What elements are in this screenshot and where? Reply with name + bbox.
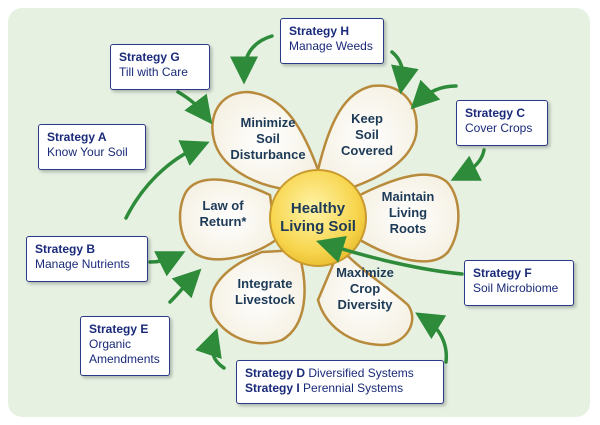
petals <box>178 84 460 347</box>
petal-maximize-crop-diversity <box>316 245 414 347</box>
arrow-strategy-c-bottom <box>450 148 486 181</box>
strategy-f-title: Strategy F <box>473 266 532 280</box>
petal-integrate-livestock <box>209 248 306 345</box>
strategy-c-box: Strategy C Cover Crops <box>456 100 548 146</box>
arrow-strategy-b <box>148 251 186 277</box>
strategy-a-title: Strategy A <box>47 130 107 144</box>
strategy-h-desc: Manage Weeds <box>289 39 373 53</box>
strategy-e-box: Strategy E Organic Amendments <box>80 316 170 376</box>
strategy-b-desc: Manage Nutrients <box>35 257 130 271</box>
strategy-d-desc: Diversified Systems <box>308 366 414 380</box>
petal-label-maximize-diversity: Maximize Crop Diversity <box>336 265 394 312</box>
strategy-h-title: Strategy H <box>289 24 350 38</box>
petal-label-law-of-return: Law of Return* <box>199 198 247 229</box>
strategy-c-title: Strategy C <box>465 106 526 120</box>
arrow-strategy-h-right <box>390 50 419 95</box>
arrow-strategy-d-left <box>195 328 226 370</box>
center-line1: Healthy <box>290 200 346 217</box>
strategy-f-desc: Soil Microbiome <box>473 281 559 295</box>
strategy-i-line: Strategy I Perennial Systems <box>245 381 435 396</box>
strategy-e-desc: Organic Amendments <box>89 337 160 366</box>
strategy-d-title: Strategy D <box>245 366 306 380</box>
petal-minimize-soil-disturbance <box>211 90 320 192</box>
strategy-i-desc: Perennial Systems <box>303 381 404 395</box>
strategy-e-title: Strategy E <box>89 322 149 336</box>
petal-label-keep-covered: Keep Soil Covered <box>340 111 394 158</box>
arrow-strategy-g <box>176 90 213 125</box>
arrow-strategy-d-right <box>415 312 449 364</box>
strategy-a-desc: Know Your Soil <box>47 145 128 159</box>
strategy-b-box: Strategy B Manage Nutrients <box>26 236 148 282</box>
strategy-c-desc: Cover Crops <box>465 121 533 135</box>
strategy-d-line: Strategy D Diversified Systems <box>245 366 435 381</box>
strategy-a-box: Strategy A Know Your Soil <box>38 124 146 170</box>
arrow-strategy-f <box>315 235 464 276</box>
strategy-g-box: Strategy G Till with Care <box>110 44 210 90</box>
strategy-f-box: Strategy F Soil Microbiome <box>464 260 574 306</box>
petal-keep-soil-covered <box>316 84 418 192</box>
strategy-i-title: Strategy I <box>245 381 300 395</box>
strategy-d-i-box: Strategy D Diversified Systems Strategy … <box>236 360 444 404</box>
center-label: Healthy Living Soil <box>270 190 366 246</box>
arrow-strategy-e <box>168 268 202 304</box>
strategy-g-title: Strategy G <box>119 50 180 64</box>
arrow-strategy-h-left <box>230 34 274 85</box>
arrow-strategy-a <box>124 140 210 220</box>
petal-law-of-return <box>178 178 278 261</box>
petal-maintain-living-roots <box>358 173 460 263</box>
arrow-strategy-c-top <box>410 79 458 110</box>
petal-label-integrate-livestock: Integrate Livestock <box>235 276 295 307</box>
center-line2: Living Soil <box>280 218 356 235</box>
strategy-b-title: Strategy B <box>35 242 96 256</box>
petal-label-maintain-roots: Maintain Living Roots <box>381 189 435 236</box>
petal-label-minimize: Minimize Soil Disturbance <box>230 115 306 162</box>
strategy-h-box: Strategy H Manage Weeds <box>280 18 384 64</box>
strategy-g-desc: Till with Care <box>119 65 188 79</box>
arrows <box>124 34 486 370</box>
